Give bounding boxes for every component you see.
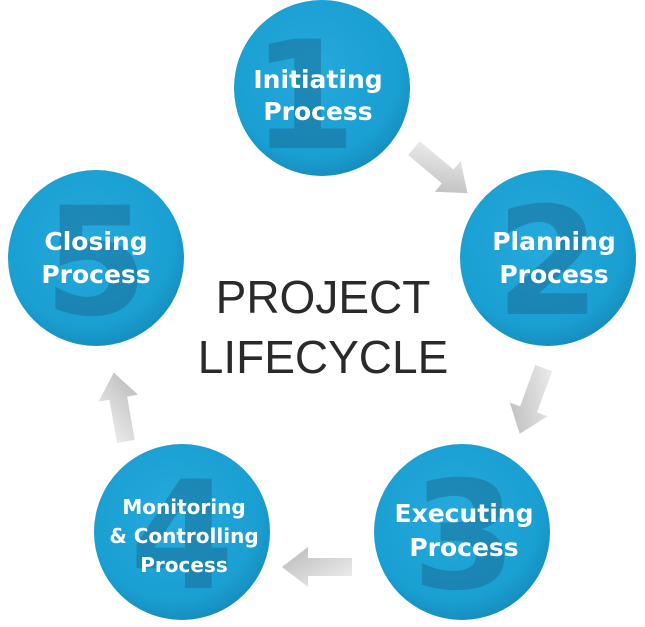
arrow-2-to-3 <box>509 364 553 434</box>
step-number: 1 <box>252 10 356 184</box>
step-label-line1: Planning <box>492 227 616 256</box>
title-line1: PROJECT <box>216 271 431 323</box>
title-line2: LIFECYCLE <box>198 331 449 383</box>
step-label-line3: Process <box>140 553 228 577</box>
step-monitoring-controlling: 4 Monitoring & Controlling Process <box>94 444 270 624</box>
step-label-line1: Closing <box>44 227 147 256</box>
step-executing: 3 Executing Process <box>374 444 550 624</box>
step-label-line2: Process <box>499 260 608 289</box>
step-circle <box>8 170 184 346</box>
step-label-line1: Initiating <box>253 65 382 94</box>
arrow-1-to-2 <box>408 141 468 194</box>
step-initiating: 1 Initiating Process <box>234 0 410 184</box>
step-label-line1: Executing <box>395 499 534 528</box>
arrow-3-to-4 <box>282 547 352 587</box>
step-circle <box>460 170 636 346</box>
step-label-line2: Process <box>409 533 518 562</box>
step-label-line2: Process <box>263 97 372 126</box>
step-closing: 5 Closing Process <box>8 170 184 350</box>
step-number: 4 <box>130 450 234 624</box>
step-circle <box>374 444 550 620</box>
step-number: 5 <box>44 176 148 350</box>
step-label-line2: & Controlling <box>109 524 258 548</box>
step-number: 3 <box>412 450 516 624</box>
step-label-line1: Monitoring <box>122 495 245 519</box>
step-planning: 2 Planning Process <box>460 170 636 350</box>
step-circle <box>94 444 270 620</box>
step-number: 2 <box>496 176 600 350</box>
arrow-4-to-5 <box>98 372 138 444</box>
step-circle <box>234 0 410 176</box>
step-label-line2: Process <box>41 260 150 289</box>
